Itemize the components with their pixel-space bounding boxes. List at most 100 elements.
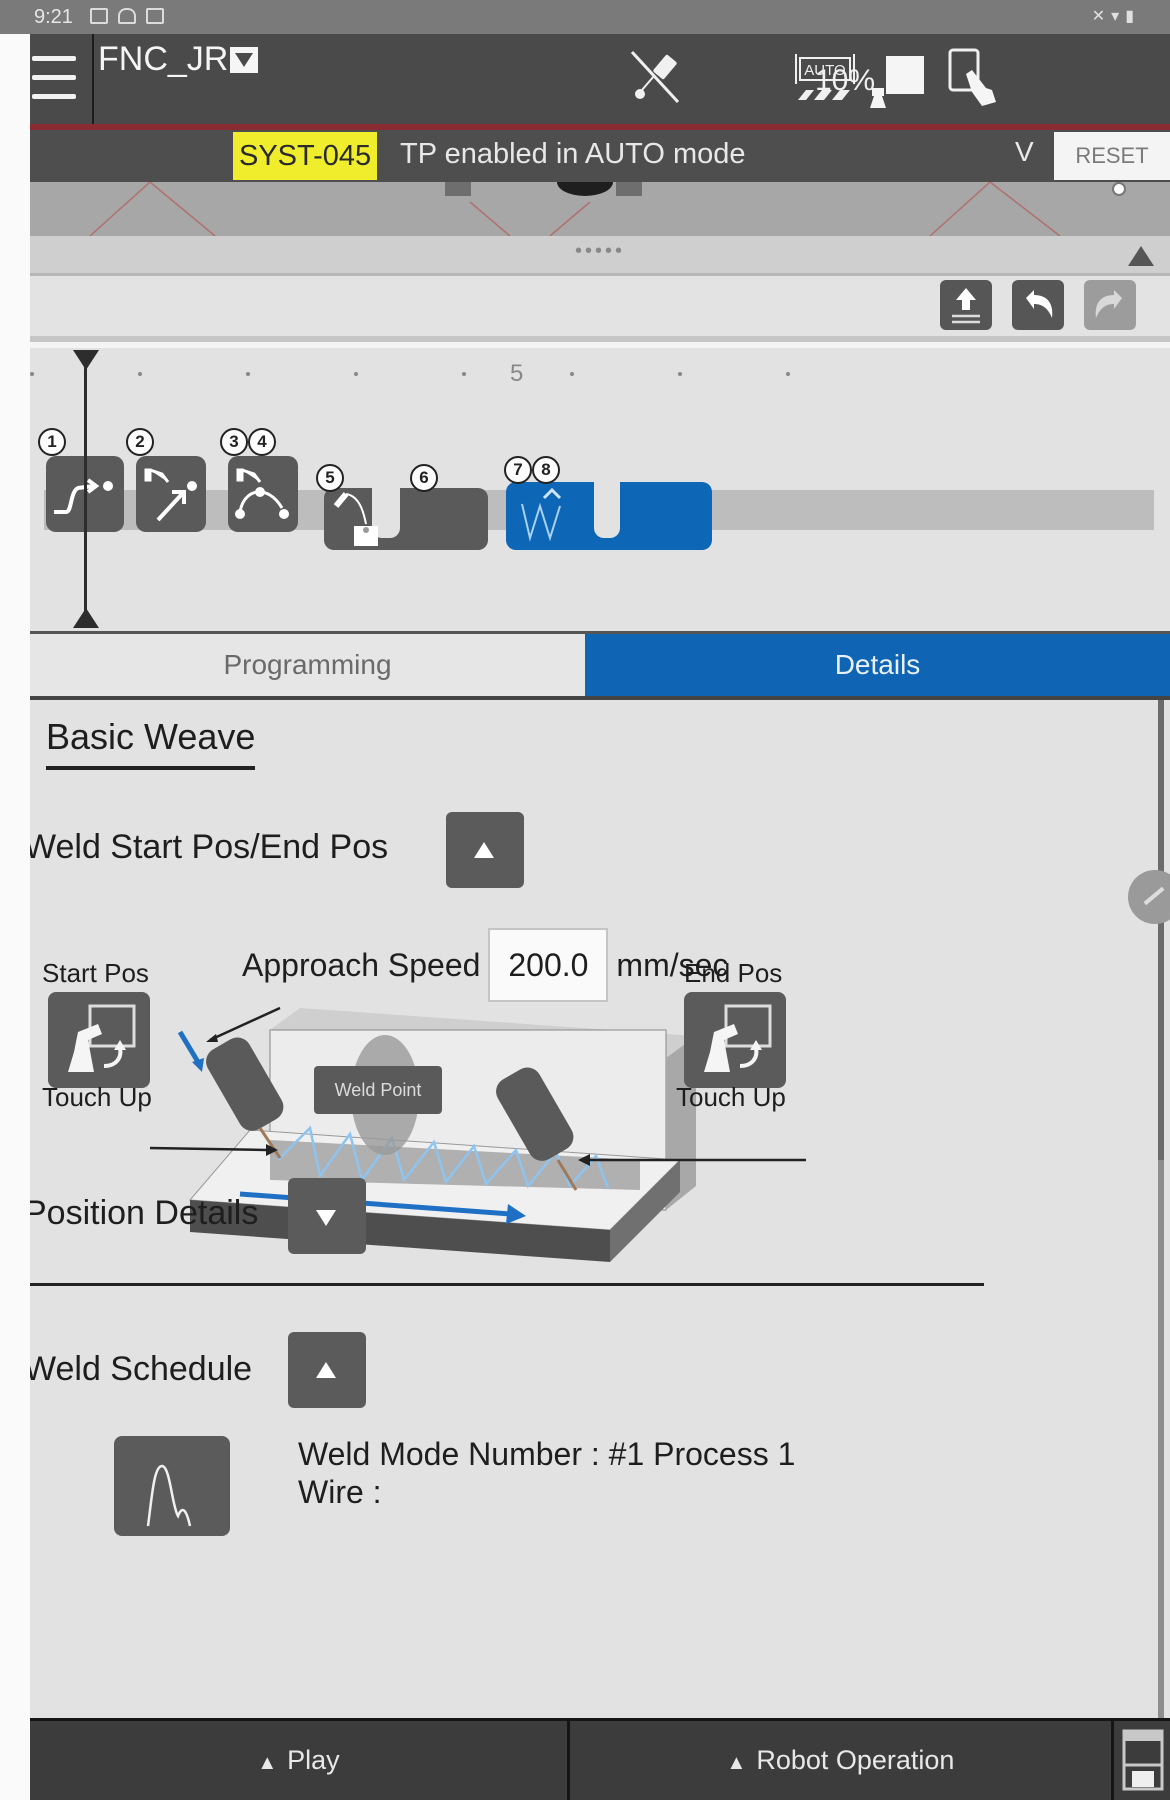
instruction-title: Basic Weave — [46, 716, 256, 770]
position-details-toggle[interactable] — [288, 1178, 366, 1254]
ruler-tick — [678, 372, 682, 376]
scrollbar-thumb[interactable] — [1158, 700, 1164, 1160]
approach-speed-unit: mm/sec — [616, 946, 729, 983]
section-divider — [30, 1283, 984, 1286]
end-pos-label: End Pos — [684, 958, 783, 988]
top-header: FNC_JR 10% AUTO — [30, 34, 1170, 124]
weld-schedule-toggle[interactable] — [288, 1332, 366, 1408]
timeline-block-linear[interactable] — [136, 456, 206, 532]
weld-start-end-label: Weld Start Pos/End Pos — [30, 828, 389, 866]
redo-icon — [1095, 290, 1122, 318]
program-name: FNC_JR — [98, 40, 229, 78]
bottom-bar: ▲ Play ▲Robot Operation — [30, 1718, 1170, 1800]
auto-mode-icon[interactable]: AUTO — [792, 48, 858, 108]
status-time: 9:21 — [34, 6, 73, 28]
play-label: Play — [287, 1745, 340, 1775]
start-touch-up-button[interactable] — [48, 992, 150, 1088]
travel-direction-arrow — [239, 1191, 511, 1217]
expand-up-icon — [474, 842, 494, 858]
cursor-top-handle-icon[interactable] — [73, 350, 99, 370]
step-badge: 2 — [126, 428, 154, 456]
program-timeline[interactable]: 5 1 2 — [30, 348, 1170, 634]
menu-button[interactable] — [30, 34, 94, 124]
collapse-panel-icon[interactable] — [1128, 246, 1154, 266]
robot-3d-view[interactable] — [30, 182, 1170, 236]
start-touch-up-label: Touch Up — [42, 1082, 152, 1112]
timeline-cursor[interactable] — [84, 358, 87, 620]
approach-speed-input[interactable]: 200.0 — [488, 928, 609, 1002]
alarm-banner[interactable]: SYST-045 TP enabled in AUTO mode V RESET — [30, 130, 1170, 182]
expand-down-icon — [316, 1210, 336, 1226]
timeline-toolbar — [30, 276, 1170, 342]
step-badge: 4 — [248, 428, 276, 456]
weld-disabled-icon[interactable] — [628, 48, 688, 108]
timeline-block-touch-sensing[interactable] — [324, 488, 488, 550]
menu-icon-line — [32, 94, 76, 99]
step-badge: 8 — [532, 456, 560, 484]
edit-icon[interactable] — [1128, 870, 1170, 924]
linear-move-icon — [144, 468, 197, 522]
approach-speed-row: Approach Speed 200.0 mm/sec — [242, 928, 728, 1002]
alarm-code: SYST-045 — [233, 132, 378, 180]
step-badge: 3 — [220, 428, 248, 456]
position-details-label: Position Details — [30, 1194, 259, 1232]
end-touch-up-button[interactable] — [684, 992, 786, 1088]
approach-path-icon — [54, 478, 113, 514]
scrollbar-track[interactable] — [1158, 700, 1164, 1718]
ruler-tick — [570, 372, 574, 376]
upload-icon — [952, 288, 980, 324]
ruler-tick — [246, 372, 250, 376]
weld-mode-number: Weld Mode Number : #1 Process 1 — [298, 1436, 796, 1472]
drag-handle-icon: ••••• — [575, 240, 626, 262]
upload-button[interactable] — [940, 280, 992, 330]
redo-button[interactable] — [1084, 280, 1136, 330]
timeline-block-circular[interactable] — [228, 456, 298, 532]
program-dropdown-icon — [230, 46, 259, 73]
arrow-up-icon: ▲ — [257, 1752, 278, 1774]
weld-schedule-label: Weld Schedule — [30, 1350, 253, 1388]
home-icon — [118, 8, 136, 24]
details-panel: Basic Weave Weld Start Pos/End Pos Appro… — [30, 700, 1170, 1718]
alarm-message: TP enabled in AUTO mode — [400, 138, 746, 170]
tab-bar: Programming Details — [30, 634, 1170, 700]
left-edge — [0, 34, 30, 1800]
reset-button[interactable]: RESET — [1054, 132, 1170, 180]
wire-label: Wire : — [298, 1474, 382, 1510]
alarm-accent-line — [30, 124, 1170, 130]
touch-enable-icon[interactable] — [942, 48, 1002, 108]
play-button[interactable]: ▲ Play — [30, 1721, 570, 1800]
layout-split-icon — [1122, 1729, 1164, 1791]
program-selector[interactable]: FNC_JR — [98, 40, 259, 79]
timeline-block-weave-weld[interactable] — [506, 482, 712, 550]
robot-operation-button[interactable]: ▲Robot Operation — [570, 1721, 1114, 1800]
weld-start-end-toggle[interactable] — [446, 812, 524, 888]
robot-operation-label: Robot Operation — [756, 1745, 955, 1775]
touch-up-icon — [68, 1004, 136, 1072]
weld-path-diagram: Weld Point — [149, 1006, 806, 1262]
menu-icon — [32, 56, 76, 61]
ruler-tick — [354, 372, 358, 376]
panel-resize-handle[interactable]: ••••• — [30, 236, 1170, 276]
end-touch-up-label: Touch Up — [676, 1082, 786, 1112]
expand-up-icon — [316, 1362, 336, 1378]
step-badge: 1 — [38, 428, 66, 456]
weld-schedule-button[interactable] — [114, 1436, 230, 1536]
touch-up-icon — [704, 1004, 772, 1072]
tab-details[interactable]: Details — [585, 634, 1170, 696]
waveform-icon — [146, 1464, 192, 1527]
ruler-tick — [462, 372, 466, 376]
step-badge: 6 — [410, 464, 438, 492]
layout-toggle-button[interactable] — [1114, 1721, 1170, 1800]
weld-point-box — [314, 1066, 442, 1114]
start-pos-label: Start Pos — [42, 958, 149, 988]
circular-move-icon — [235, 468, 289, 519]
undo-icon — [1026, 290, 1053, 318]
undo-button[interactable] — [1012, 280, 1064, 330]
cursor-bottom-handle-icon[interactable] — [73, 608, 99, 628]
start-pointer — [149, 1146, 267, 1152]
tab-programming[interactable]: Programming — [30, 634, 585, 696]
alarm-expand-chevron-icon[interactable]: V — [1015, 136, 1034, 167]
teach-pendant-icon[interactable] — [866, 48, 926, 108]
weave-weld-icon — [521, 487, 562, 542]
